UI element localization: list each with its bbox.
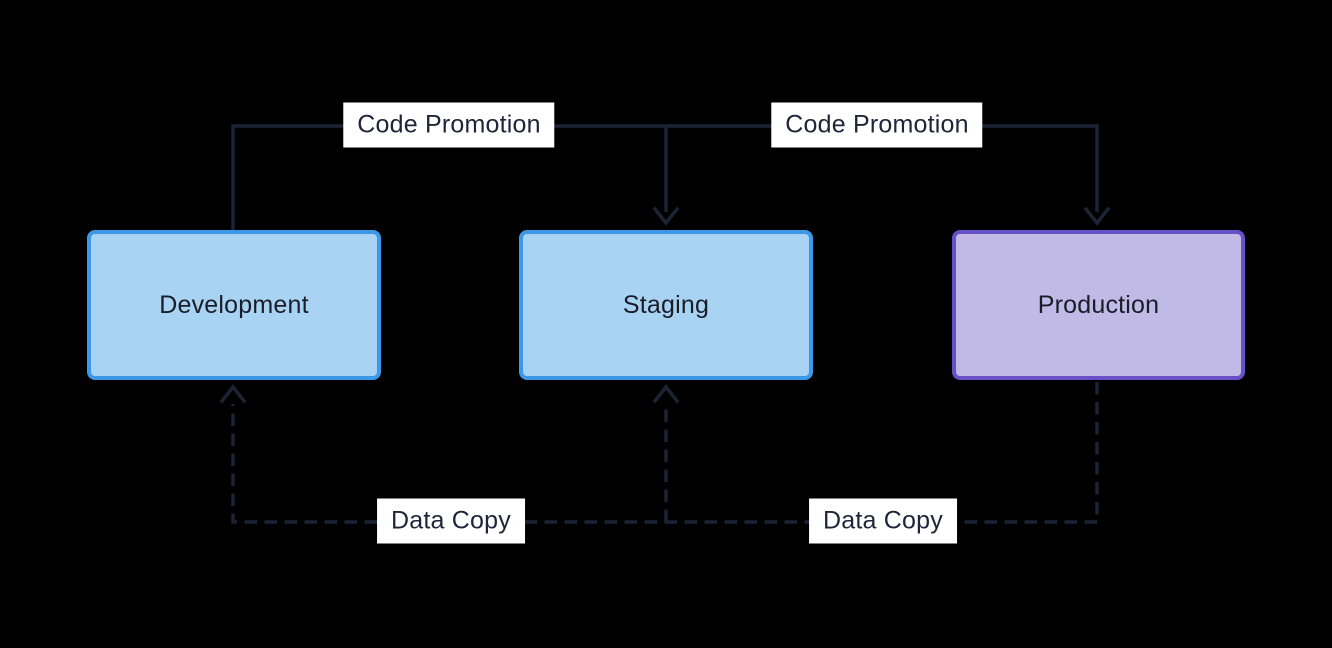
edge-label-code-promotion-1: Code Promotion: [343, 102, 555, 148]
edge-label-data-copy-left: Data Copy: [377, 498, 525, 544]
node-development-label: Development: [159, 290, 309, 319]
arrowhead-up-development: [219, 384, 247, 404]
edge-label-data-copy-right: Data Copy: [809, 498, 957, 544]
node-staging-label: Staging: [622, 290, 710, 319]
arrowhead-up-staging: [652, 384, 680, 404]
node-development: Development: [87, 230, 381, 380]
node-production-label: Production: [1037, 290, 1160, 319]
edge-label-code-promotion-2: Code Promotion: [771, 102, 983, 148]
node-production: Production: [952, 230, 1245, 380]
arrowhead-down-production: [1083, 206, 1111, 226]
node-staging: Staging: [519, 230, 813, 380]
arrowhead-down-staging: [652, 206, 680, 226]
